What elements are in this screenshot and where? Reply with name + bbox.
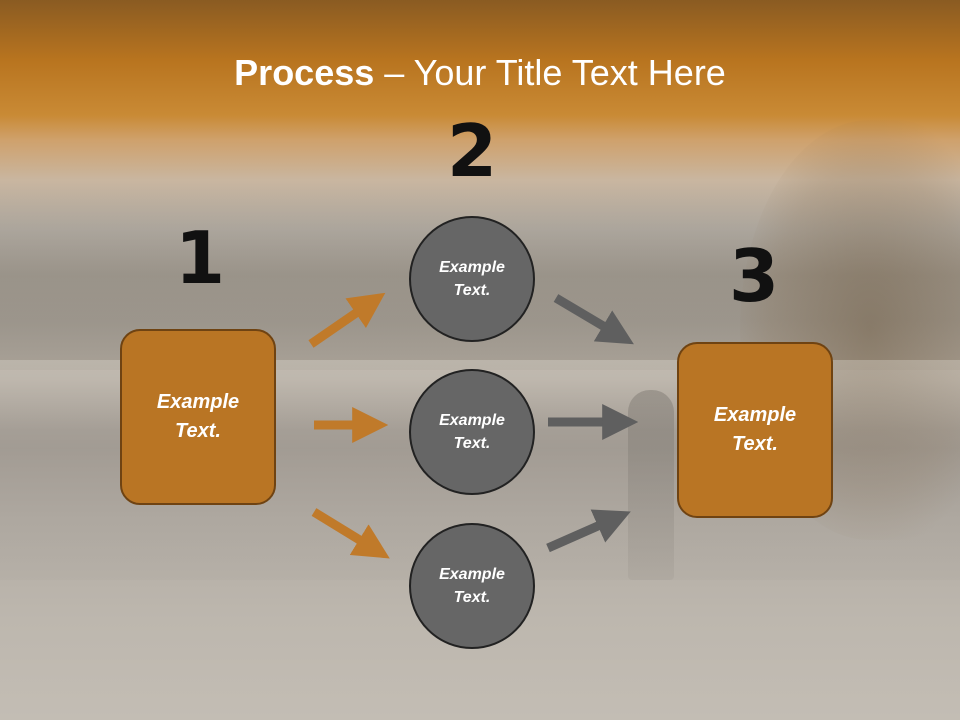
arrow-orange-up — [308, 292, 386, 348]
step-2-circle-middle[interactable]: Example Text. — [409, 369, 535, 495]
step-2-circle-top[interactable]: Example Text. — [409, 216, 535, 342]
step-number-2: 2 — [446, 109, 498, 193]
step-2-circle-bottom[interactable]: Example Text. — [409, 523, 535, 649]
step-3-box[interactable]: Example Text. — [677, 342, 833, 518]
step-number-3: 3 — [728, 234, 780, 318]
arrow-orange-down — [311, 508, 390, 559]
title-bold: Process — [234, 52, 375, 93]
slide-title[interactable]: Process – Your Title Text Here — [0, 52, 960, 94]
title-rest: – Your Title Text Here — [374, 52, 726, 93]
step-number-1: 1 — [174, 216, 226, 300]
arrow-gray-up — [546, 509, 631, 553]
step-1-box[interactable]: Example Text. — [120, 329, 276, 505]
arrow-gray-down — [553, 294, 634, 345]
